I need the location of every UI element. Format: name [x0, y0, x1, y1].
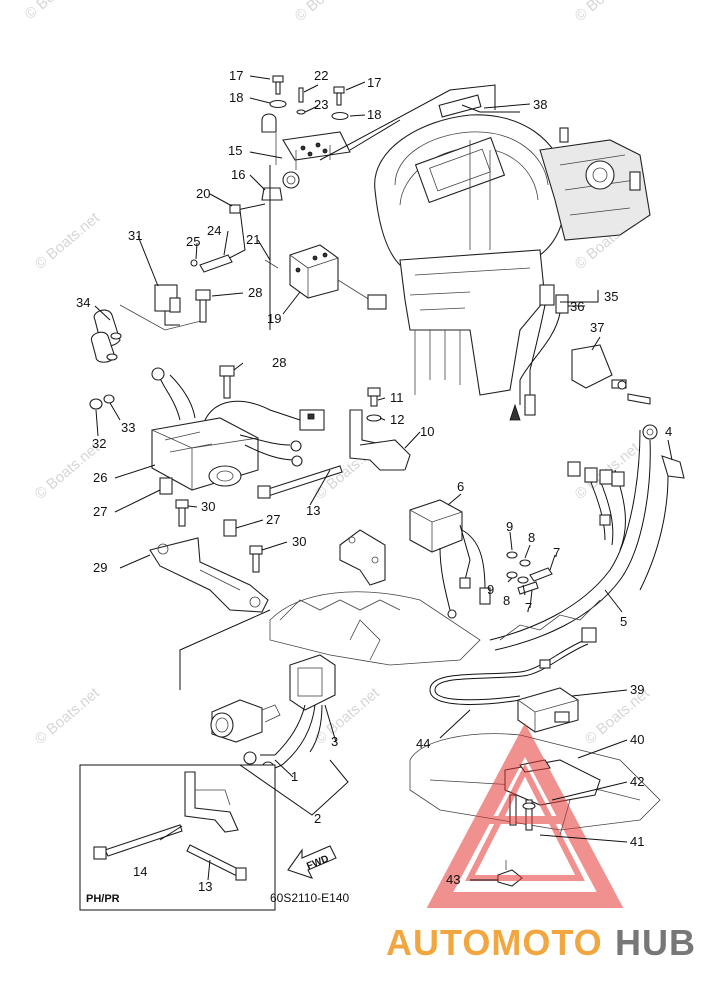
callout-13a: 13 [306, 503, 320, 518]
watermark: © Boats.net [22, 0, 94, 23]
callout-44: 44 [416, 736, 430, 751]
cdi-unit [409, 499, 491, 619]
rectifier-regulator [151, 367, 325, 491]
callout-40: 40 [630, 732, 644, 747]
callout-10: 10 [420, 424, 434, 439]
callout-31: 31 [128, 228, 142, 243]
callout-22: 22 [314, 68, 328, 83]
callout-41: 41 [630, 834, 644, 849]
callout-30b: 30 [292, 534, 306, 549]
engine-base [269, 591, 481, 666]
callout-33: 33 [121, 420, 135, 435]
callout-12: 12 [390, 412, 404, 427]
cable [429, 627, 597, 705]
callout-6: 6 [457, 479, 464, 494]
callout-34: 34 [76, 295, 90, 310]
watermark: © Boats.net [32, 684, 104, 748]
callout-18a: 18 [229, 90, 243, 105]
watermark: © Boats.net [292, 0, 364, 25]
callout-36: 36 [570, 299, 584, 314]
variant-label: PH/PR [86, 893, 120, 905]
bolt [195, 289, 211, 323]
forward-arrow: FWD [287, 845, 337, 879]
callout-4: 4 [665, 424, 672, 439]
hardware-set [506, 551, 553, 595]
wire-harness [489, 424, 685, 651]
watermark: © Boats.net [572, 0, 644, 25]
collar [159, 477, 173, 495]
bracket-plate [149, 537, 269, 613]
diagram-code: 60S2110-E140 [270, 891, 350, 905]
callout-8b: 8 [503, 593, 510, 608]
callout-39: 39 [630, 682, 644, 697]
callout-1: 1 [291, 769, 298, 784]
callout-24: 24 [207, 223, 221, 238]
callout-21: 21 [246, 232, 260, 247]
engine-illustration [374, 94, 651, 396]
switch-unit [517, 687, 579, 733]
callout-16: 16 [231, 167, 245, 182]
callout-5: 5 [620, 614, 627, 629]
callout-26: 26 [93, 470, 107, 485]
bolt [175, 499, 189, 527]
callout-20: 20 [196, 186, 210, 201]
callout-28a: 28 [248, 285, 262, 300]
washer [89, 398, 103, 410]
callout-18b: 18 [367, 107, 381, 122]
sensor-assembly [509, 284, 651, 421]
callout-27a: 27 [93, 504, 107, 519]
callout-43: 43 [446, 872, 460, 887]
leader-lines [94, 75, 673, 881]
callout-38: 38 [533, 97, 547, 112]
callout-8a: 8 [528, 530, 535, 545]
callout-25: 25 [186, 234, 200, 249]
variant-inset: PH/PR [79, 764, 276, 911]
callout-23: 23 [314, 97, 328, 112]
callout-42: 42 [630, 774, 644, 789]
brand-logo [426, 722, 624, 908]
callout-labels: 1 2 3 4 5 6 7 7 8 8 9 9 10 11 12 13 13 1… [76, 68, 672, 894]
callout-30a: 30 [201, 499, 215, 514]
battery-cable [210, 654, 336, 775]
relay [119, 284, 206, 331]
callout-9b: 9 [487, 582, 494, 597]
bolt [249, 545, 263, 573]
callout-11: 11 [390, 390, 404, 405]
bracket-assembly [190, 75, 496, 330]
brand-name-primary: AUTOMOTO [386, 922, 603, 963]
bolt [219, 365, 235, 399]
cable-tie [257, 465, 343, 499]
callout-13b: 13 [198, 879, 212, 894]
callout-19: 19 [267, 311, 281, 326]
callout-15: 15 [228, 143, 242, 158]
callout-14: 14 [133, 864, 147, 879]
callout-32: 32 [92, 436, 106, 451]
callout-7a: 7 [553, 545, 560, 560]
watermark: © Boats.net [32, 209, 104, 273]
callout-2: 2 [314, 811, 321, 826]
lower-bracket [339, 529, 386, 586]
callout-37: 37 [590, 320, 604, 335]
brand-name-secondary: HUB [615, 922, 696, 963]
terminal-caps [90, 309, 122, 363]
callout-17a: 17 [229, 68, 243, 83]
callout-3: 3 [331, 734, 338, 749]
collar [223, 519, 237, 537]
callout-7b: 7 [525, 600, 532, 615]
callout-35: 35 [604, 289, 618, 304]
washer [103, 394, 115, 404]
callout-17b: 17 [367, 75, 381, 90]
callout-9a: 9 [506, 519, 513, 534]
mounting-bracket [349, 387, 411, 471]
callout-29: 29 [93, 560, 107, 575]
callout-27b: 27 [266, 512, 280, 527]
callout-28b: 28 [272, 355, 286, 370]
